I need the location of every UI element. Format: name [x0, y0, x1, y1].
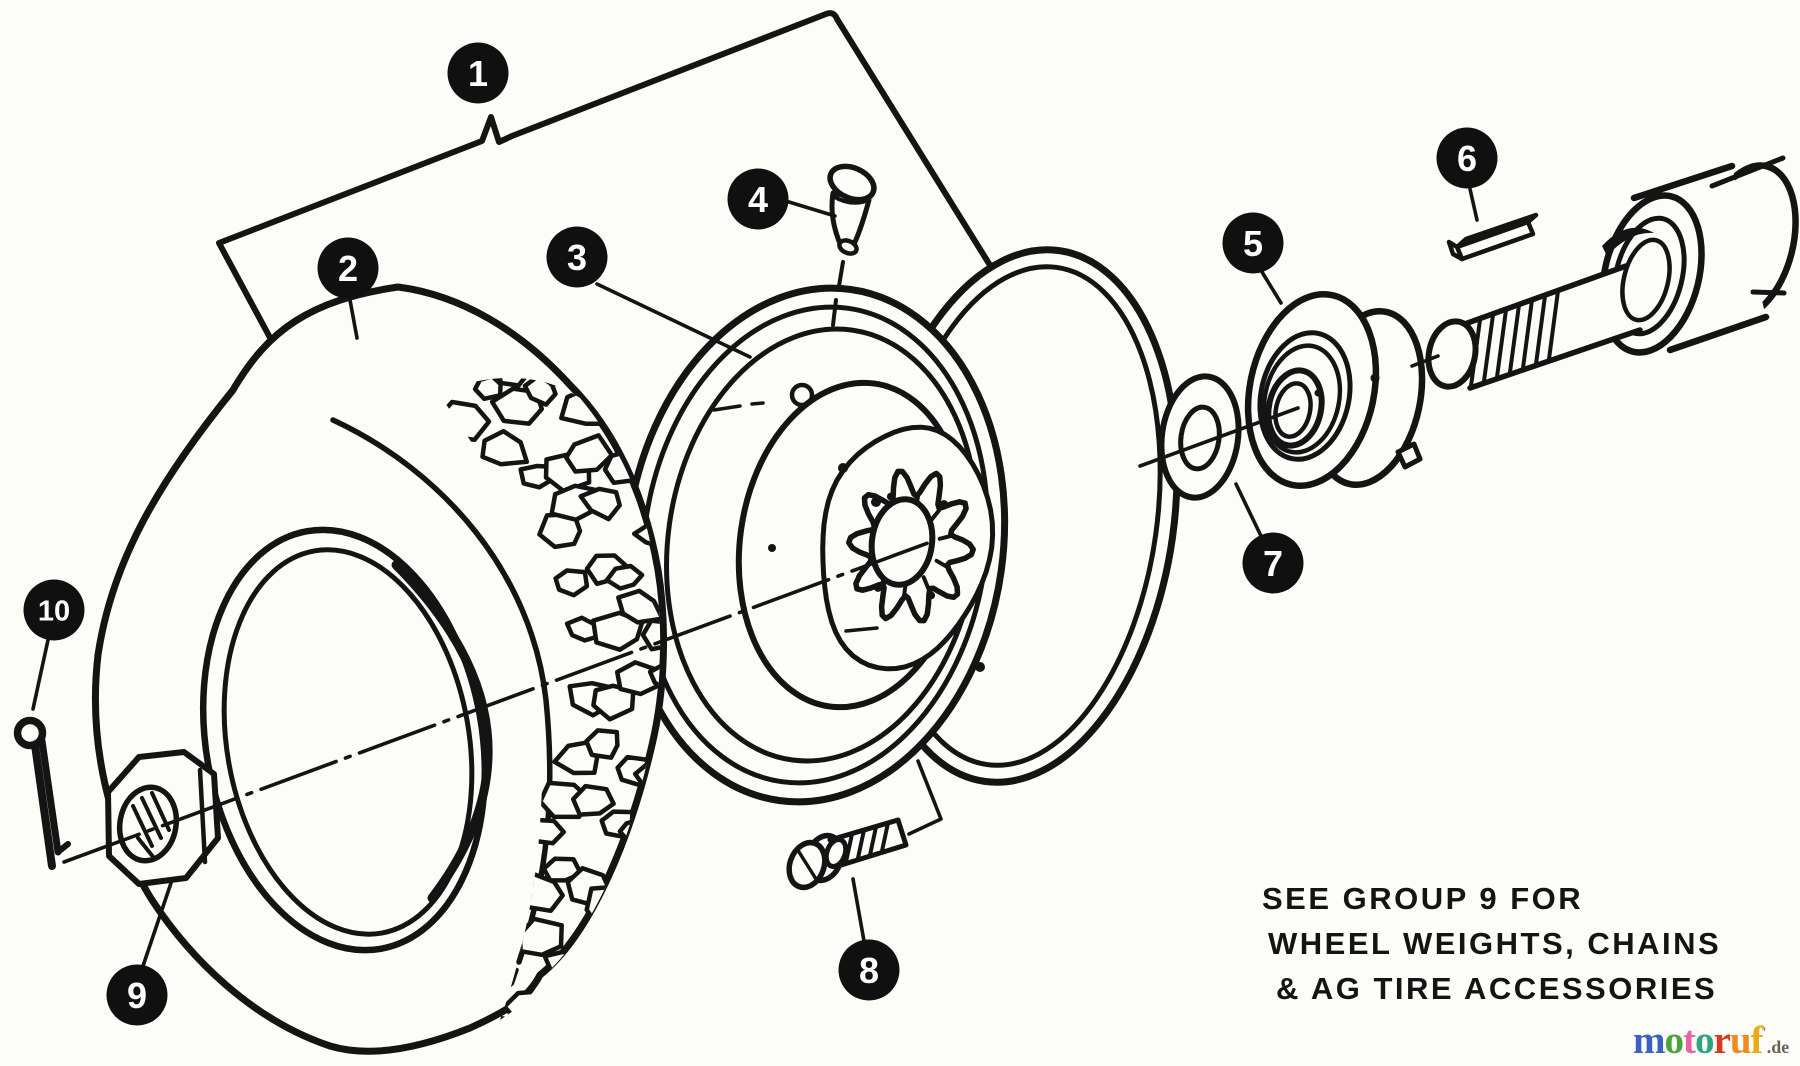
svg-text:6: 6 [1457, 138, 1477, 179]
rim-front-half [621, 284, 1009, 806]
svg-text:10: 10 [38, 595, 70, 627]
logo-letter: f [1750, 1019, 1764, 1062]
valve-hole [789, 382, 815, 408]
callout-8: 8 [838, 939, 900, 1001]
callout-10: 10 [23, 579, 85, 641]
hex-nut [105, 749, 221, 887]
nut-threads [131, 791, 171, 860]
callout-badges: 1 2 3 4 5 6 7 8 9 10 [23, 42, 1498, 1026]
svg-text:5: 5 [1243, 223, 1263, 264]
leader-10 [31, 638, 50, 711]
callout-9: 9 [106, 964, 168, 1026]
logo-letter: m [1633, 1019, 1665, 1062]
callout-1: 1 [447, 42, 509, 104]
cotter-pin [13, 716, 71, 870]
svg-text:8: 8 [859, 950, 879, 991]
callout-5: 5 [1222, 212, 1284, 274]
logo-letter: t [1683, 1019, 1696, 1062]
axle-end-cap [1425, 318, 1479, 390]
leader-3 [595, 282, 752, 359]
logo-letter: u [1729, 1019, 1752, 1062]
logo-letter: o [1695, 1019, 1714, 1062]
assembly-bracket-outline [216, 10, 1009, 361]
svg-text:9: 9 [127, 975, 147, 1016]
logo-tm-mark: ' [1762, 1025, 1767, 1041]
tire-bead-barrel [391, 560, 493, 903]
center-axis-lines [62, 354, 1440, 864]
leader-2 [348, 298, 359, 340]
rim-center-hole [868, 496, 936, 588]
note-line-3: & AG TIRE ACCESSORIES [1276, 971, 1718, 1006]
logo-letter: o [1664, 1019, 1684, 1062]
disc-dots [874, 492, 948, 600]
logo-domain-suffix: .de [1766, 1037, 1790, 1057]
tire-bead-opening-outer [199, 526, 489, 954]
leader-8 [851, 877, 866, 943]
callout-4: 4 [727, 168, 789, 230]
leader-5 [1260, 270, 1283, 305]
valve-stem [827, 163, 877, 327]
svg-text:2: 2 [338, 248, 358, 289]
axle-and-bearing [1425, 155, 1799, 391]
callout-6: 6 [1436, 127, 1498, 189]
leader-7 [1234, 482, 1263, 538]
logo-letter: r [1713, 1019, 1731, 1062]
callout-7: 7 [1242, 532, 1304, 594]
washer [1158, 373, 1242, 501]
group9-note: SEE GROUP 9 FOR WHEEL WEIGHTS, CHAINS & … [1262, 876, 1782, 1011]
svg-text:7: 7 [1263, 543, 1283, 584]
note-line-2: WHEEL WEIGHTS, CHAINS [1268, 926, 1722, 961]
woodruff-key [1446, 212, 1539, 262]
axle-shaft [1462, 266, 1640, 388]
callout-leaders [31, 187, 1479, 968]
bolt-leader-bent [907, 759, 943, 836]
motoruf-watermark[interactable]: motoruf'.de [1633, 1018, 1789, 1063]
svg-text:1: 1 [468, 53, 488, 94]
note-line-1: SEE GROUP 9 FOR [1262, 881, 1584, 916]
tire-bead-opening-inner [221, 547, 475, 937]
hub [1244, 290, 1426, 490]
bearing-bore [1620, 237, 1672, 323]
tire [91, 283, 668, 1055]
callout-3: 3 [546, 226, 608, 288]
valve-alignment-dashes [831, 260, 845, 327]
svg-text:4: 4 [748, 179, 768, 220]
leader-9 [141, 881, 173, 968]
leader-6 [1468, 187, 1479, 222]
svg-text:3: 3 [567, 237, 587, 278]
bolt-threads [844, 821, 890, 864]
bolt [786, 759, 943, 891]
leader-4 [787, 200, 837, 218]
callout-2: 2 [317, 237, 379, 299]
